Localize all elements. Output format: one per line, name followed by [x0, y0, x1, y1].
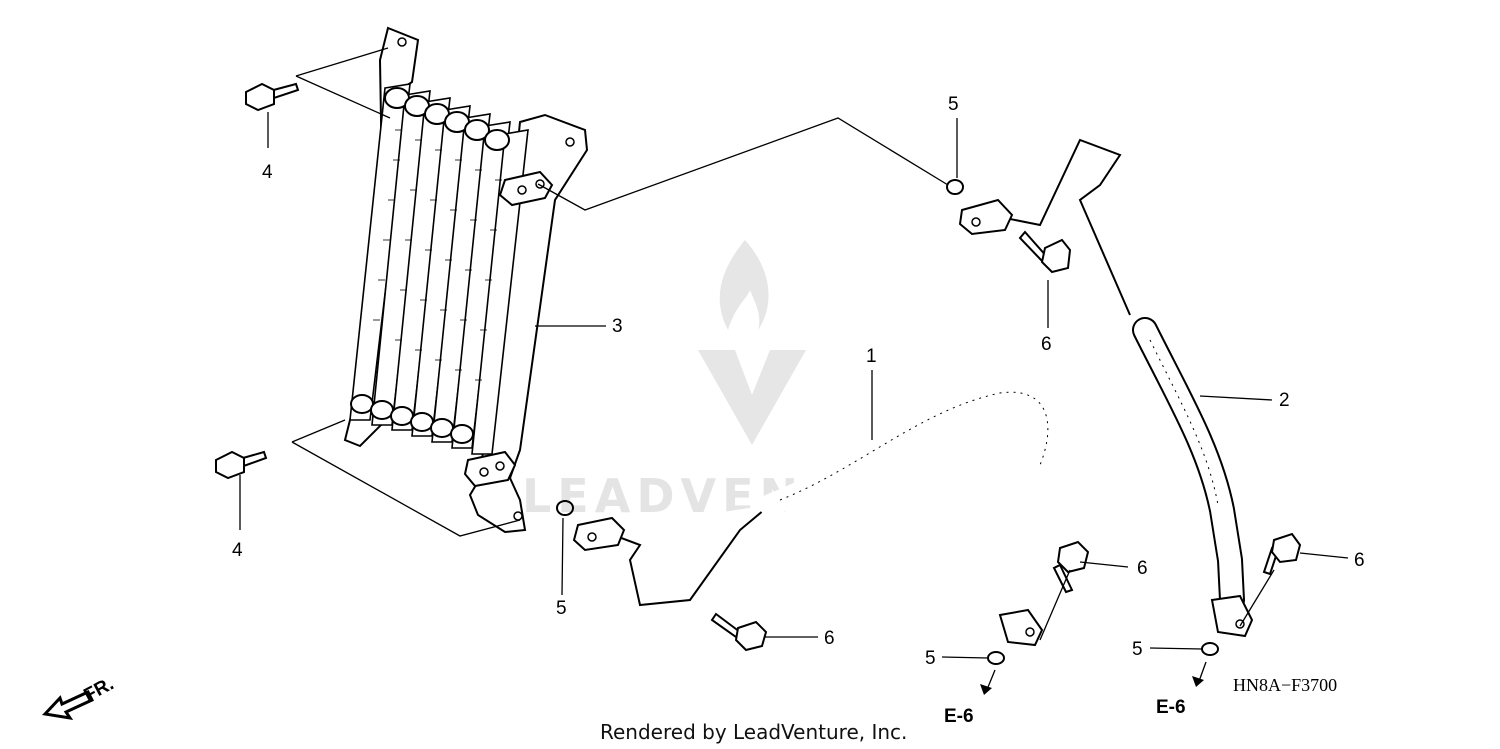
cooler-fins [349, 83, 529, 455]
oil-cooler-hose-1[interactable] [572, 377, 1067, 647]
callout-5-bottom-right: 5 [1132, 639, 1143, 660]
cooler-tube-ends [350, 87, 510, 444]
front-arrow-icon [41, 690, 95, 721]
callout-2: 2 [1279, 390, 1290, 411]
oil-cooler[interactable] [343, 26, 589, 534]
callout-3: 3 [612, 316, 623, 337]
callout-5-bottom-left: 5 [925, 648, 936, 669]
diagram-code: HN8A−F3700 [1233, 675, 1337, 695]
callout-1: 1 [866, 346, 877, 367]
bolt-4-upper[interactable] [245, 82, 300, 112]
callout-6-top: 6 [1041, 334, 1052, 355]
oil-cooler-hose-2[interactable] [958, 138, 1254, 638]
callout-6-bottom: 6 [824, 628, 835, 649]
callout-6-right: 6 [1354, 550, 1365, 571]
callout-5-top: 5 [948, 94, 959, 115]
ref-e6-right: E-6 [1156, 697, 1186, 718]
watermark-logo [698, 240, 806, 445]
bolts-6 [710, 230, 1302, 652]
callout-5-left: 5 [556, 598, 567, 619]
callout-4-lower: 4 [232, 540, 243, 561]
leader-lines [239, 47, 1349, 695]
callout-6-mid: 6 [1137, 558, 1148, 579]
callout-4-upper: 4 [262, 162, 273, 183]
bolt-4-lower[interactable] [215, 450, 268, 480]
render-credit: Rendered by LeadVenture, Inc. [600, 720, 907, 744]
ref-e6-left: E-6 [944, 706, 974, 727]
